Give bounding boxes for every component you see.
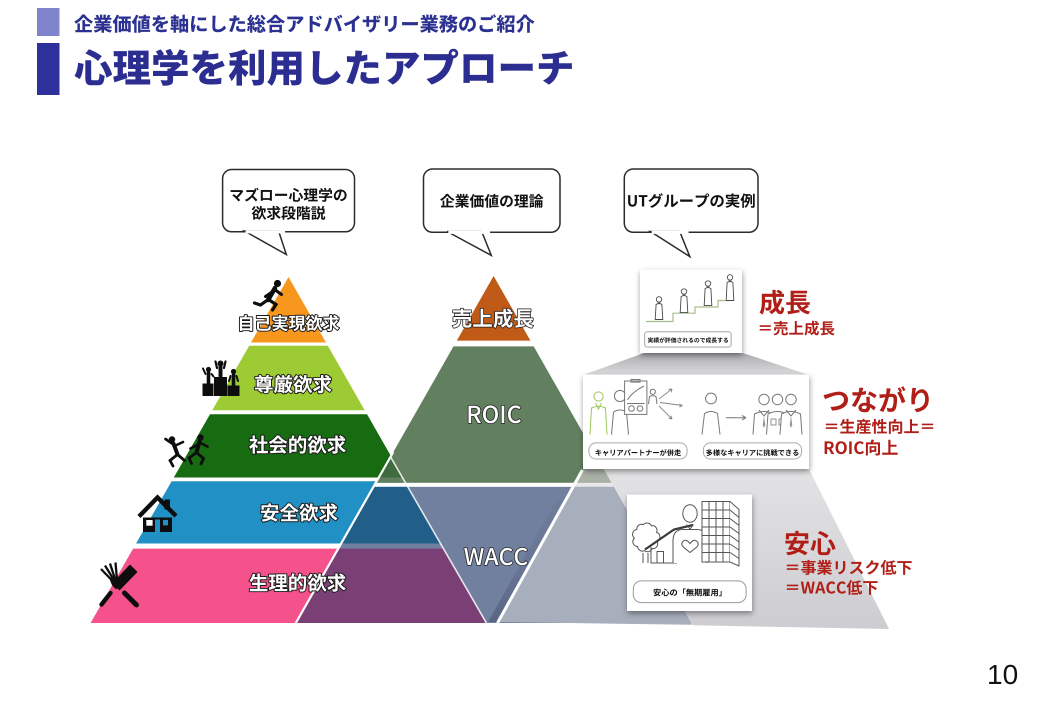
svg-text:10: 10 — [987, 659, 1018, 690]
